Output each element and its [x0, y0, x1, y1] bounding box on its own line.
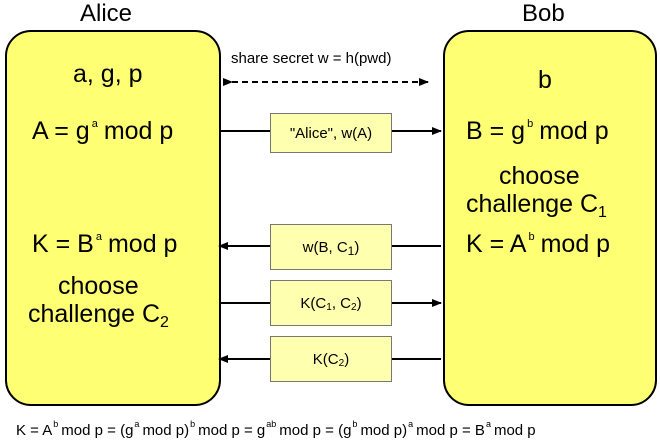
eq-sup-3: b — [190, 419, 196, 429]
eq-part-5: mod p = (g — [279, 422, 352, 439]
alice-k-rhs: mod p — [107, 230, 178, 258]
alice-k-lhs: K = B — [32, 230, 94, 258]
alice-choose: choose — [58, 272, 139, 300]
message-alice-wa-text: "Alice", w(A) — [289, 124, 373, 142]
eq-part-4: mod p = g — [198, 422, 266, 439]
shared-secret-label: share secret w = h(pwd) — [231, 50, 392, 67]
eq-part-1: K = A — [16, 422, 53, 439]
bob-k-rhs: mod p — [540, 230, 611, 258]
message-k-c2-text: K(C — [312, 350, 339, 368]
bob-params: b — [538, 66, 552, 94]
eq-sup-2: a — [134, 419, 140, 429]
message-k-c1-c2-text: K(C — [300, 294, 327, 312]
bob-b-exp: b — [527, 118, 534, 130]
alice-a-lhs: A = g — [32, 117, 90, 145]
bob-k-exp: b — [528, 231, 535, 243]
eq-part-7: mod p = B — [416, 422, 485, 439]
eq-sup-1: b — [53, 419, 59, 429]
bob-challenge: challenge C1 — [466, 190, 607, 221]
message-wb-c1-text: w(B, C — [302, 238, 348, 256]
eq-part-2: mod p = (g — [61, 422, 134, 439]
alice-a-exp: a — [91, 118, 98, 130]
alice-a-rhs: mod p — [103, 117, 174, 145]
alice-challenge-sub: 2 — [160, 314, 169, 331]
message-wb-c1-close: ) — [354, 238, 360, 256]
message-k-c1-sub: 1 — [326, 301, 332, 313]
alice-challenge: challenge C2 — [28, 300, 169, 331]
message-alice-wa: "Alice", w(A) — [270, 113, 392, 153]
message-k-c1-c2-mid: , C — [331, 294, 351, 312]
bob-b-rhs: mod p — [539, 117, 609, 145]
bob-challenge-sub: 1 — [598, 204, 607, 221]
bob-choose: choose — [499, 162, 580, 190]
eq-sup-6: a — [408, 419, 414, 429]
alice-challenge-text: challenge C — [28, 300, 161, 328]
eq-sup-4: ab — [266, 419, 277, 429]
eq-part-8: mod p — [493, 422, 536, 439]
message-k-c1-c2-close: ) — [356, 294, 362, 312]
bob-title: Bob — [522, 0, 565, 27]
alice-box — [5, 30, 221, 406]
bob-k-lhs: K = A — [466, 230, 527, 258]
eq-sup-7: a — [485, 419, 491, 429]
alice-params: a, g, p — [73, 60, 143, 88]
bob-challenge-text: challenge C — [466, 190, 599, 218]
eq-sup-5: b — [352, 419, 358, 429]
message-wb-c1-sub: 1 — [347, 244, 355, 258]
message-k-c2-sub: 2 — [351, 301, 357, 313]
message-k-c2-sub-index: 2 — [338, 357, 345, 369]
alice-k-exp: a — [95, 231, 102, 243]
eq-part-3: mod p) — [142, 422, 190, 439]
eq-part-6: mod p) — [360, 422, 408, 439]
message-k-c2-close: ) — [344, 350, 350, 368]
bob-box — [443, 30, 657, 406]
alice-title: Alice — [80, 0, 133, 27]
bob-b-lhs: B = g — [466, 117, 526, 145]
